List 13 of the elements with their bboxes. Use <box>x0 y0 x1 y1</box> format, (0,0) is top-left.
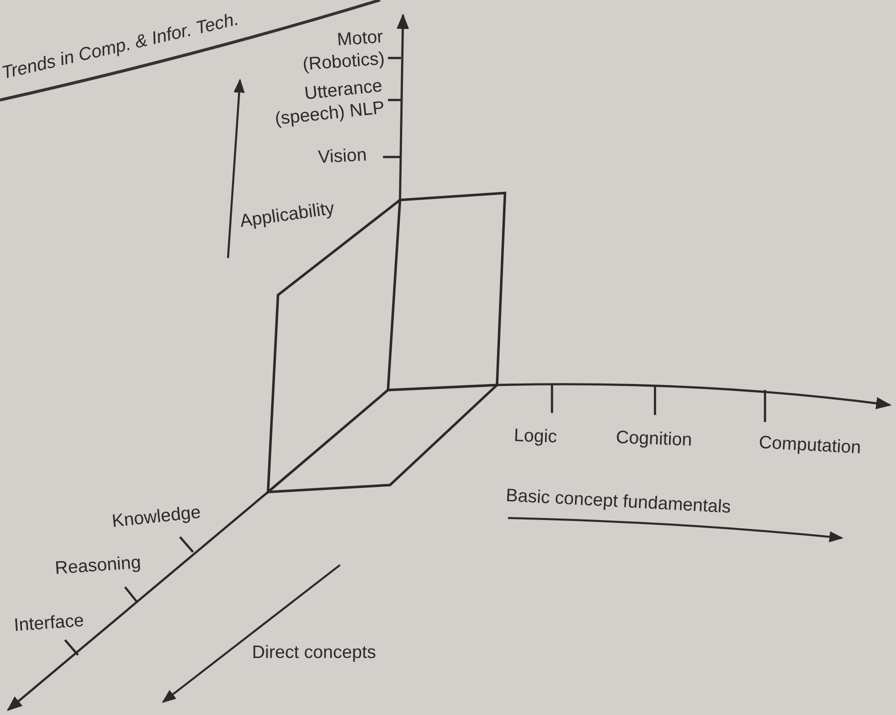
axis-tick-label: Cognition <box>616 426 692 451</box>
axis-tick-label: Computation <box>758 431 862 458</box>
axis-tick-label: Vision <box>317 143 368 168</box>
axis-tick-label: Interface <box>13 609 85 636</box>
direction-label: Applicability <box>238 196 336 232</box>
running-header: Trends in Comp. & Infor. Tech. <box>0 8 241 84</box>
axis-tick-label: Motor (Robotics) <box>301 25 386 76</box>
direction-label: Basic concept fundamentals <box>505 484 732 518</box>
axis-tick-label: Logic <box>514 424 558 448</box>
axis-tick-label: Knowledge <box>110 500 202 532</box>
axis-tick-label: Utterance (speech) NLP <box>272 74 386 131</box>
axis-tick-label: Reasoning <box>54 551 142 579</box>
direction-label: Direct concepts <box>252 641 376 663</box>
